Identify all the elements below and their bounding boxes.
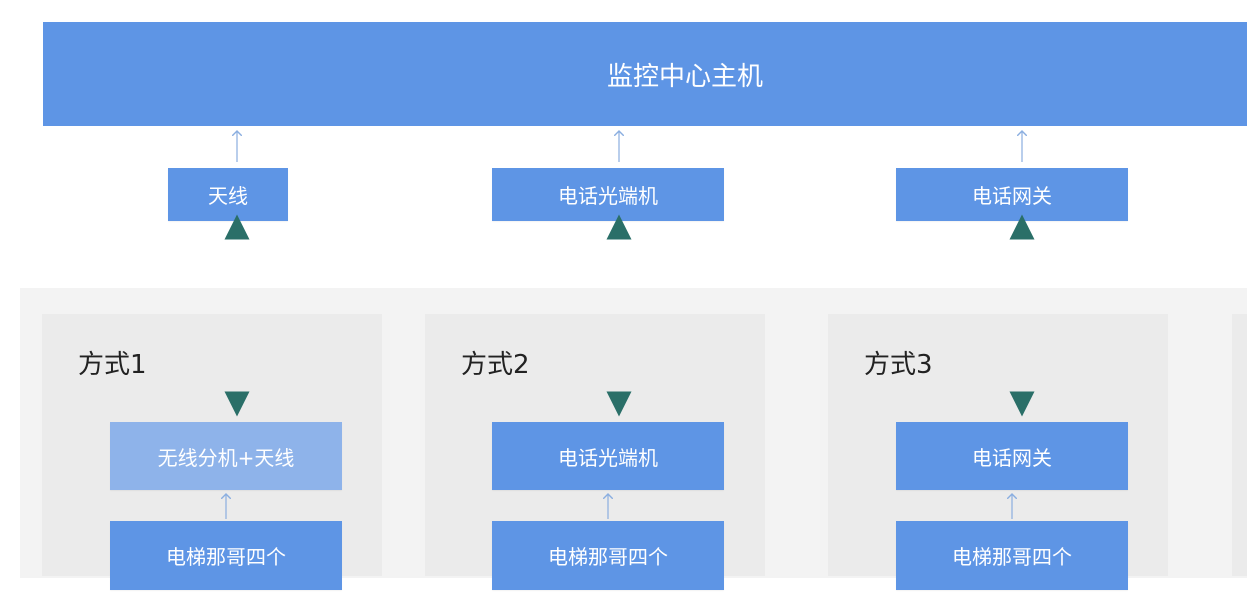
elevator-label-3: 电梯那哥四个 xyxy=(952,545,1072,569)
method-label-2: 方式2 xyxy=(461,350,530,380)
lower-device-optical-terminal: 电话光端机 xyxy=(492,422,724,490)
top-device-antenna: 天线 xyxy=(168,168,288,221)
elevator-label-2: 电梯那哥四个 xyxy=(548,545,668,569)
elevator-box-2: 电梯那哥四个 xyxy=(492,521,724,590)
elevator-box-3: 电梯那哥四个 xyxy=(896,521,1128,590)
elevator-label-1: 电梯那哥四个 xyxy=(166,545,286,569)
top-device-label-3: 电话网关 xyxy=(972,184,1052,208)
monitoring-center-host: 监控中心主机 xyxy=(43,22,1247,126)
lower-device-label-2: 电话光端机 xyxy=(558,445,658,470)
method-panel-edge xyxy=(1232,314,1247,576)
lower-device-wireless-extension: 无线分机+天线 xyxy=(110,422,342,490)
monitoring-center-title: 监控中心主机 xyxy=(606,61,763,92)
method-label-1: 方式1 xyxy=(78,350,147,380)
top-device-gateway: 电话网关 xyxy=(896,168,1128,221)
top-device-optical-terminal: 电话光端机 xyxy=(492,168,724,221)
lower-device-label-1: 无线分机+天线 xyxy=(157,445,295,470)
top-device-label-1: 天线 xyxy=(208,184,248,208)
lower-device-gateway: 电话网关 xyxy=(896,422,1128,490)
method-label-3: 方式3 xyxy=(864,350,933,380)
lower-device-label-3: 电话网关 xyxy=(972,445,1052,470)
elevator-box-1: 电梯那哥四个 xyxy=(110,521,342,590)
top-device-label-2: 电话光端机 xyxy=(558,184,658,208)
thin-arrow-group-upper xyxy=(237,131,1022,162)
